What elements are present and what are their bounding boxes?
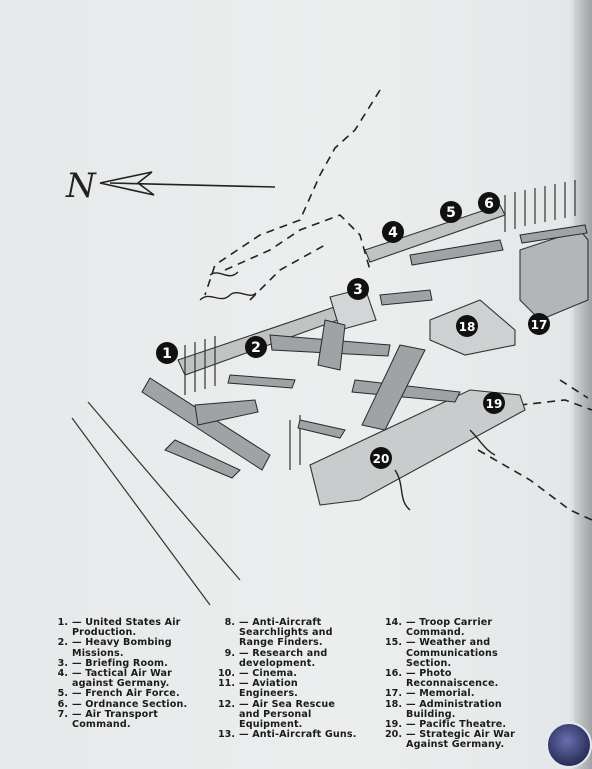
legend-item-8: 8.— Anti-Aircraft Searchlights and Range…: [224, 617, 333, 649]
legend-column-3: 14.— Troop Carrier Command. 15.— Weather…: [372, 617, 526, 751]
unit-insignia-seal: [546, 722, 592, 768]
legend-item-20: 20.— Strategic Air War Against Germany.: [385, 729, 515, 751]
marker-18: 18: [456, 315, 478, 337]
svg-text:17: 17: [531, 318, 548, 332]
svg-text:19: 19: [486, 397, 503, 411]
legend-column-1: 1.— United States Air Production. 2.— He…: [38, 617, 192, 731]
legend-item-12: 12.— Air Sea Rescue and Personal Equipme…: [218, 698, 335, 731]
svg-text:20: 20: [373, 452, 390, 466]
marker-19: 19: [483, 392, 505, 414]
legend-item-6: 6.— Ordnance Section.: [57, 698, 188, 710]
marker-5: 5: [440, 201, 462, 223]
svg-text:3: 3: [353, 282, 363, 298]
legend-item-1: 1.— United States Air Production.: [57, 617, 181, 639]
marker-20: 20: [370, 447, 392, 469]
north-label: N: [65, 166, 97, 206]
marker-17: 17: [528, 313, 550, 335]
marker-4: 4: [382, 221, 404, 243]
marker-2: 2: [245, 336, 267, 358]
legend-item-16: 16.— Photo Reconnaiscence.: [385, 668, 499, 690]
svg-text:1: 1: [162, 346, 172, 362]
legend-item-10: 10.— Cinema.: [218, 668, 298, 680]
svg-text:2: 2: [251, 340, 261, 356]
svg-text:4: 4: [388, 225, 398, 241]
legend-item-15: 15.— Weather and Communications Section.: [385, 637, 498, 669]
legend-item-11: 11.— Aviation Engineers.: [218, 678, 298, 700]
legend-item-5: 5.— French Air Force.: [57, 688, 180, 700]
marker-6: 6: [478, 192, 500, 214]
legend-item-2: 2.— Heavy Bombing Missions.: [57, 637, 172, 659]
legend-item-14: 14.— Troop Carrier Command.: [385, 617, 493, 639]
legend-item-13: 13.— Anti-Aircraft Guns.: [218, 729, 357, 741]
legend-column-2: 8.— Anti-Aircraft Searchlights and Range…: [205, 617, 359, 741]
exhibition-map-illustration: N: [65, 89, 592, 606]
marker-3: 3: [347, 278, 369, 300]
north-arrow-icon: N: [65, 166, 276, 206]
legend-item-19: 19.— Pacific Theatre.: [385, 719, 507, 731]
svg-text:5: 5: [446, 205, 456, 221]
svg-text:18: 18: [459, 320, 476, 334]
legend-item-9: 9.— Research and development.: [224, 647, 328, 669]
legend-item-7: 7.— Air Transport Command.: [57, 708, 158, 731]
page-fold-shadow: [574, 0, 592, 769]
legend-item-3: 3.— Briefing Room.: [57, 657, 168, 669]
legend-item-17: 17.— Memorial.: [385, 688, 475, 700]
svg-text:6: 6: [484, 196, 494, 212]
marker-1: 1: [156, 342, 178, 364]
legend-item-18: 18.— Administration Building.: [385, 698, 502, 720]
legend-item-4: 4.— Tactical Air War against Germany.: [57, 668, 172, 690]
